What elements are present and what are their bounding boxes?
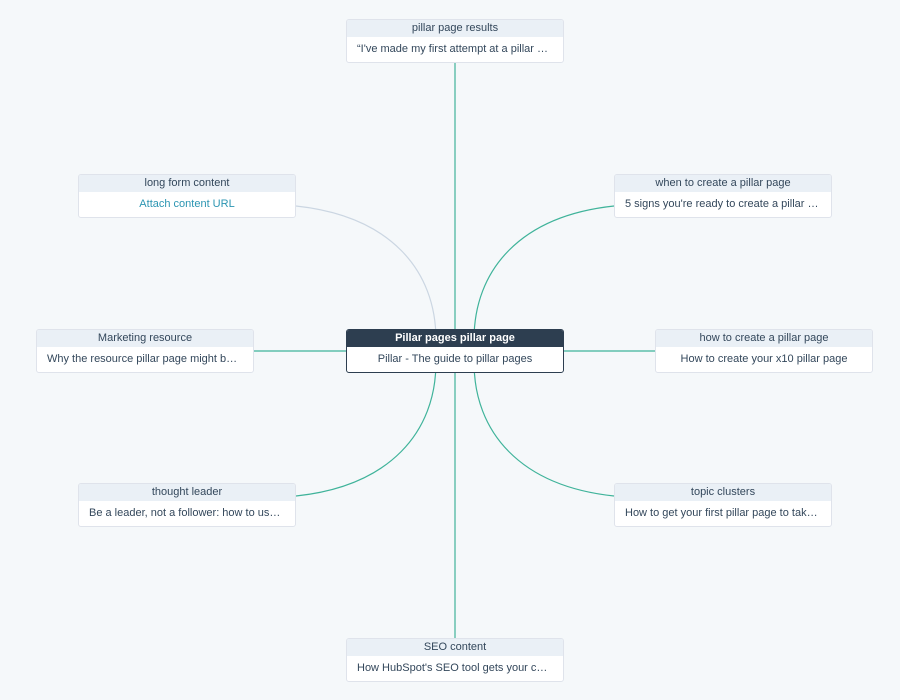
topic-node-title: thought leader: [79, 484, 295, 501]
attach-content-url-link[interactable]: Attach content URL: [139, 198, 235, 210]
pillar-page-node[interactable]: Pillar pages pillar page Pillar - The gu…: [346, 329, 564, 373]
topic-node-marketing-resource[interactable]: Marketing resource Why the resource pill…: [36, 329, 254, 373]
pillar-page-content: Pillar - The guide to pillar pages: [377, 353, 533, 365]
topic-node-when-to-create[interactable]: when to create a pillar page 5 signs you…: [614, 174, 832, 218]
topic-node-content: Why the resource pillar page might be …: [47, 353, 247, 365]
topic-node-content: Be a leader, not a follower: how to use …: [89, 507, 290, 519]
topic-node-title: long form content: [79, 175, 295, 192]
topic-node-content: How to create your x10 pillar page: [680, 353, 848, 365]
connector-lower-left: [295, 361, 437, 497]
pillar-page-title: Pillar pages pillar page: [347, 330, 563, 347]
topic-node-title: SEO content: [347, 639, 563, 656]
topic-node-title: how to create a pillar page: [656, 330, 872, 347]
topic-node-pillar-page-results[interactable]: pillar page results “I've made my first …: [346, 19, 564, 63]
topic-node-thought-leader[interactable]: thought leader Be a leader, not a follow…: [78, 483, 296, 527]
topic-node-topic-clusters[interactable]: topic clusters How to get your first pil…: [614, 483, 832, 527]
connector-upper-right: [473, 205, 615, 341]
topic-node-title: topic clusters: [615, 484, 831, 501]
topic-node-content: “I've made my first attempt at a pillar …: [357, 43, 561, 55]
topic-node-title: Marketing resource: [37, 330, 253, 347]
topic-node-content: 5 signs you're ready to create a pillar …: [625, 198, 831, 210]
connector-upper-left: [295, 205, 437, 341]
topic-node-how-to-create[interactable]: how to create a pillar page How to creat…: [655, 329, 873, 373]
topic-node-long-form-content[interactable]: long form content Attach content URL: [78, 174, 296, 218]
topic-node-title: pillar page results: [347, 20, 563, 37]
topic-node-content: How HubSpot's SEO tool gets your con…: [357, 662, 560, 674]
topic-node-content: How to get your first pillar page to tak…: [625, 507, 827, 519]
connector-lower-right: [473, 361, 615, 497]
topic-node-title: when to create a pillar page: [615, 175, 831, 192]
topic-node-seo-content[interactable]: SEO content How HubSpot's SEO tool gets …: [346, 638, 564, 682]
